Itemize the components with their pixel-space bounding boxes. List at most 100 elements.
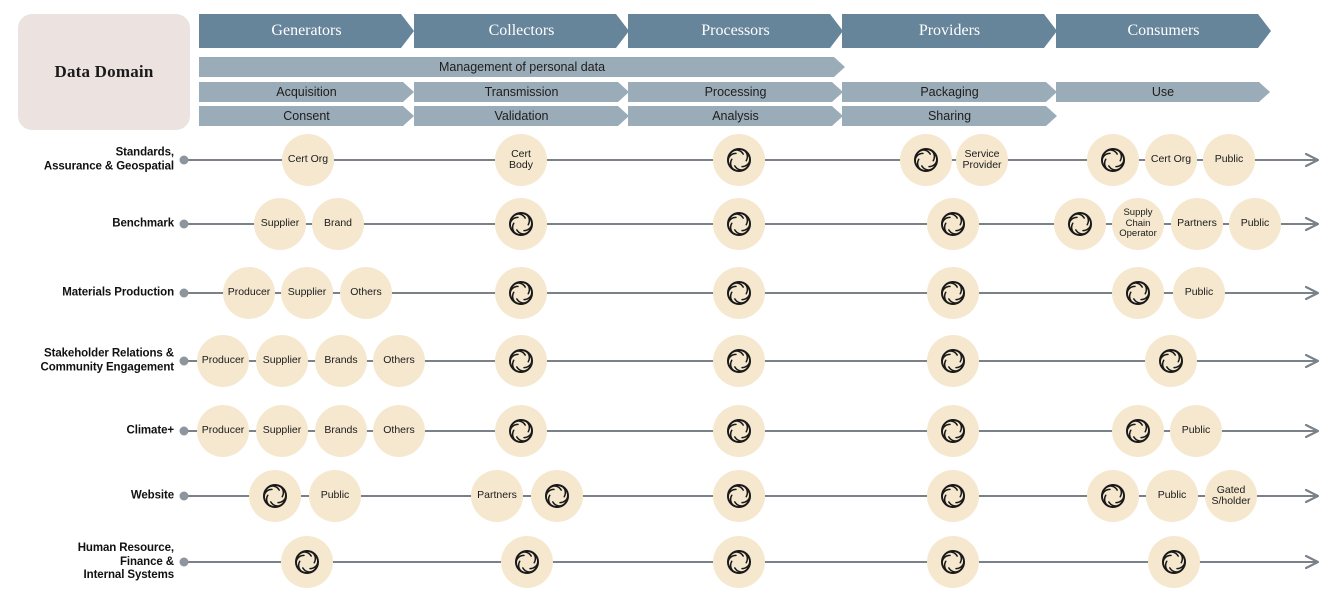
node-others[interactable]: Others xyxy=(340,267,392,319)
node-connector xyxy=(308,360,315,362)
node-supply-chain-operator[interactable]: Supply Chain Operator xyxy=(1112,198,1164,250)
node-woven-knot-icon[interactable] xyxy=(713,536,765,588)
stage-header-consumers[interactable]: Consumers xyxy=(1056,14,1271,48)
node-woven-knot-icon[interactable] xyxy=(713,267,765,319)
activity-acquisition[interactable]: Acquisition xyxy=(199,82,414,102)
row-start-dot xyxy=(179,426,189,436)
row-start-dot xyxy=(179,491,189,501)
node-connector xyxy=(249,360,256,362)
node-supplier[interactable]: Supplier xyxy=(281,267,333,319)
node-woven-knot-icon[interactable] xyxy=(495,198,547,250)
node-woven-knot-icon[interactable] xyxy=(713,470,765,522)
node-connector xyxy=(308,430,315,432)
node-woven-knot-icon[interactable] xyxy=(1112,405,1164,457)
node-others[interactable]: Others xyxy=(373,405,425,457)
node-cert-org[interactable]: Cert Org xyxy=(1145,134,1197,186)
node-woven-knot-icon[interactable] xyxy=(713,335,765,387)
node-supplier[interactable]: Supplier xyxy=(256,405,308,457)
node-public[interactable]: Public xyxy=(1229,198,1281,250)
node-public[interactable]: Public xyxy=(1170,405,1222,457)
node-woven-knot-icon[interactable] xyxy=(927,198,979,250)
node-partners[interactable]: Partners xyxy=(471,470,523,522)
node-service-provider[interactable]: Service Provider xyxy=(956,134,1008,186)
node-public[interactable]: Public xyxy=(309,470,361,522)
node-woven-knot-icon[interactable] xyxy=(713,405,765,457)
node-supplier[interactable]: Supplier xyxy=(256,335,308,387)
arrow-right-icon xyxy=(1304,488,1326,504)
node-woven-knot-icon[interactable] xyxy=(927,536,979,588)
node-woven-knot-icon[interactable] xyxy=(927,335,979,387)
node-woven-knot-icon[interactable] xyxy=(501,536,553,588)
node-public[interactable]: Public xyxy=(1146,470,1198,522)
stage-header-providers[interactable]: Providers xyxy=(842,14,1057,48)
arrow-right-icon xyxy=(1304,285,1326,301)
node-woven-knot-icon[interactable] xyxy=(900,134,952,186)
node-partners[interactable]: Partners xyxy=(1171,198,1223,250)
node-cert-org[interactable]: Cert Org xyxy=(282,134,334,186)
activity-sharing[interactable]: Sharing xyxy=(842,106,1057,126)
arrow-right-icon xyxy=(1304,423,1326,439)
node-woven-knot-icon[interactable] xyxy=(1145,335,1197,387)
node-connector xyxy=(1138,159,1146,161)
node-brands[interactable]: Brands xyxy=(315,335,367,387)
node-woven-knot-icon[interactable] xyxy=(1087,134,1139,186)
node-woven-knot-icon[interactable] xyxy=(713,198,765,250)
row-label-website: Website xyxy=(130,489,174,502)
node-producer[interactable]: Producer xyxy=(223,267,275,319)
node-woven-knot-icon[interactable] xyxy=(495,267,547,319)
node-connector xyxy=(1139,495,1146,497)
node-woven-knot-icon[interactable] xyxy=(495,405,547,457)
row-start-dot xyxy=(179,288,189,298)
node-woven-knot-icon[interactable] xyxy=(713,134,765,186)
row-label-materials-production: Materials Production xyxy=(62,286,174,299)
node-public[interactable]: Public xyxy=(1203,134,1255,186)
node-woven-knot-icon[interactable] xyxy=(1087,470,1139,522)
node-woven-knot-icon[interactable] xyxy=(249,470,301,522)
node-woven-knot-icon[interactable] xyxy=(1148,536,1200,588)
node-producer[interactable]: Producer xyxy=(197,405,249,457)
arrow-right-icon xyxy=(1304,353,1326,369)
activity-consent[interactable]: Consent xyxy=(199,106,414,126)
row-label-benchmark: Benchmark xyxy=(112,217,174,230)
activity-analysis[interactable]: Analysis xyxy=(628,106,843,126)
stage-header-processors[interactable]: Processors xyxy=(628,14,843,48)
node-gated-s-holder[interactable]: Gated S/holder xyxy=(1205,470,1257,522)
node-connector xyxy=(523,495,531,497)
arrow-right-icon xyxy=(1304,152,1326,168)
node-connector xyxy=(1196,159,1204,161)
row-label-standards: Standards, Assurance & Geospatial xyxy=(43,146,174,173)
node-woven-knot-icon[interactable] xyxy=(495,335,547,387)
activity-processing[interactable]: Processing xyxy=(628,82,843,102)
node-woven-knot-icon[interactable] xyxy=(281,536,333,588)
arrow-right-icon xyxy=(1304,216,1326,232)
node-connector xyxy=(305,223,313,225)
node-connector xyxy=(1164,223,1171,225)
node-brand[interactable]: Brand xyxy=(312,198,364,250)
row-label-stakeholder-relations: Stakeholder Relations & Community Engage… xyxy=(40,347,175,374)
row-start-dot xyxy=(179,219,189,229)
node-woven-knot-icon[interactable] xyxy=(927,267,979,319)
node-connector xyxy=(366,360,374,362)
node-cert-body[interactable]: Cert Body xyxy=(495,134,547,186)
node-woven-knot-icon[interactable] xyxy=(1054,198,1106,250)
node-brands[interactable]: Brands xyxy=(315,405,367,457)
node-supplier[interactable]: Supplier xyxy=(254,198,306,250)
stage-header-collectors[interactable]: Collectors xyxy=(414,14,629,48)
activity-use[interactable]: Use xyxy=(1056,82,1270,102)
node-producer[interactable]: Producer xyxy=(197,335,249,387)
span-bar-management-of-personal-data[interactable]: Management of personal data xyxy=(199,57,845,77)
row-label-climate: Climate+ xyxy=(126,424,175,437)
node-connector xyxy=(1105,223,1113,225)
activity-transmission[interactable]: Transmission xyxy=(414,82,629,102)
node-woven-knot-icon[interactable] xyxy=(1112,267,1164,319)
node-public[interactable]: Public xyxy=(1173,267,1225,319)
node-woven-knot-icon[interactable] xyxy=(927,470,979,522)
node-woven-knot-icon[interactable] xyxy=(927,405,979,457)
stage-header-generators[interactable]: Generators xyxy=(199,14,414,48)
activity-packaging[interactable]: Packaging xyxy=(842,82,1057,102)
node-others[interactable]: Others xyxy=(373,335,425,387)
row-start-dot xyxy=(179,356,189,366)
node-woven-knot-icon[interactable] xyxy=(531,470,583,522)
node-connector xyxy=(950,159,958,161)
activity-validation[interactable]: Validation xyxy=(414,106,629,126)
